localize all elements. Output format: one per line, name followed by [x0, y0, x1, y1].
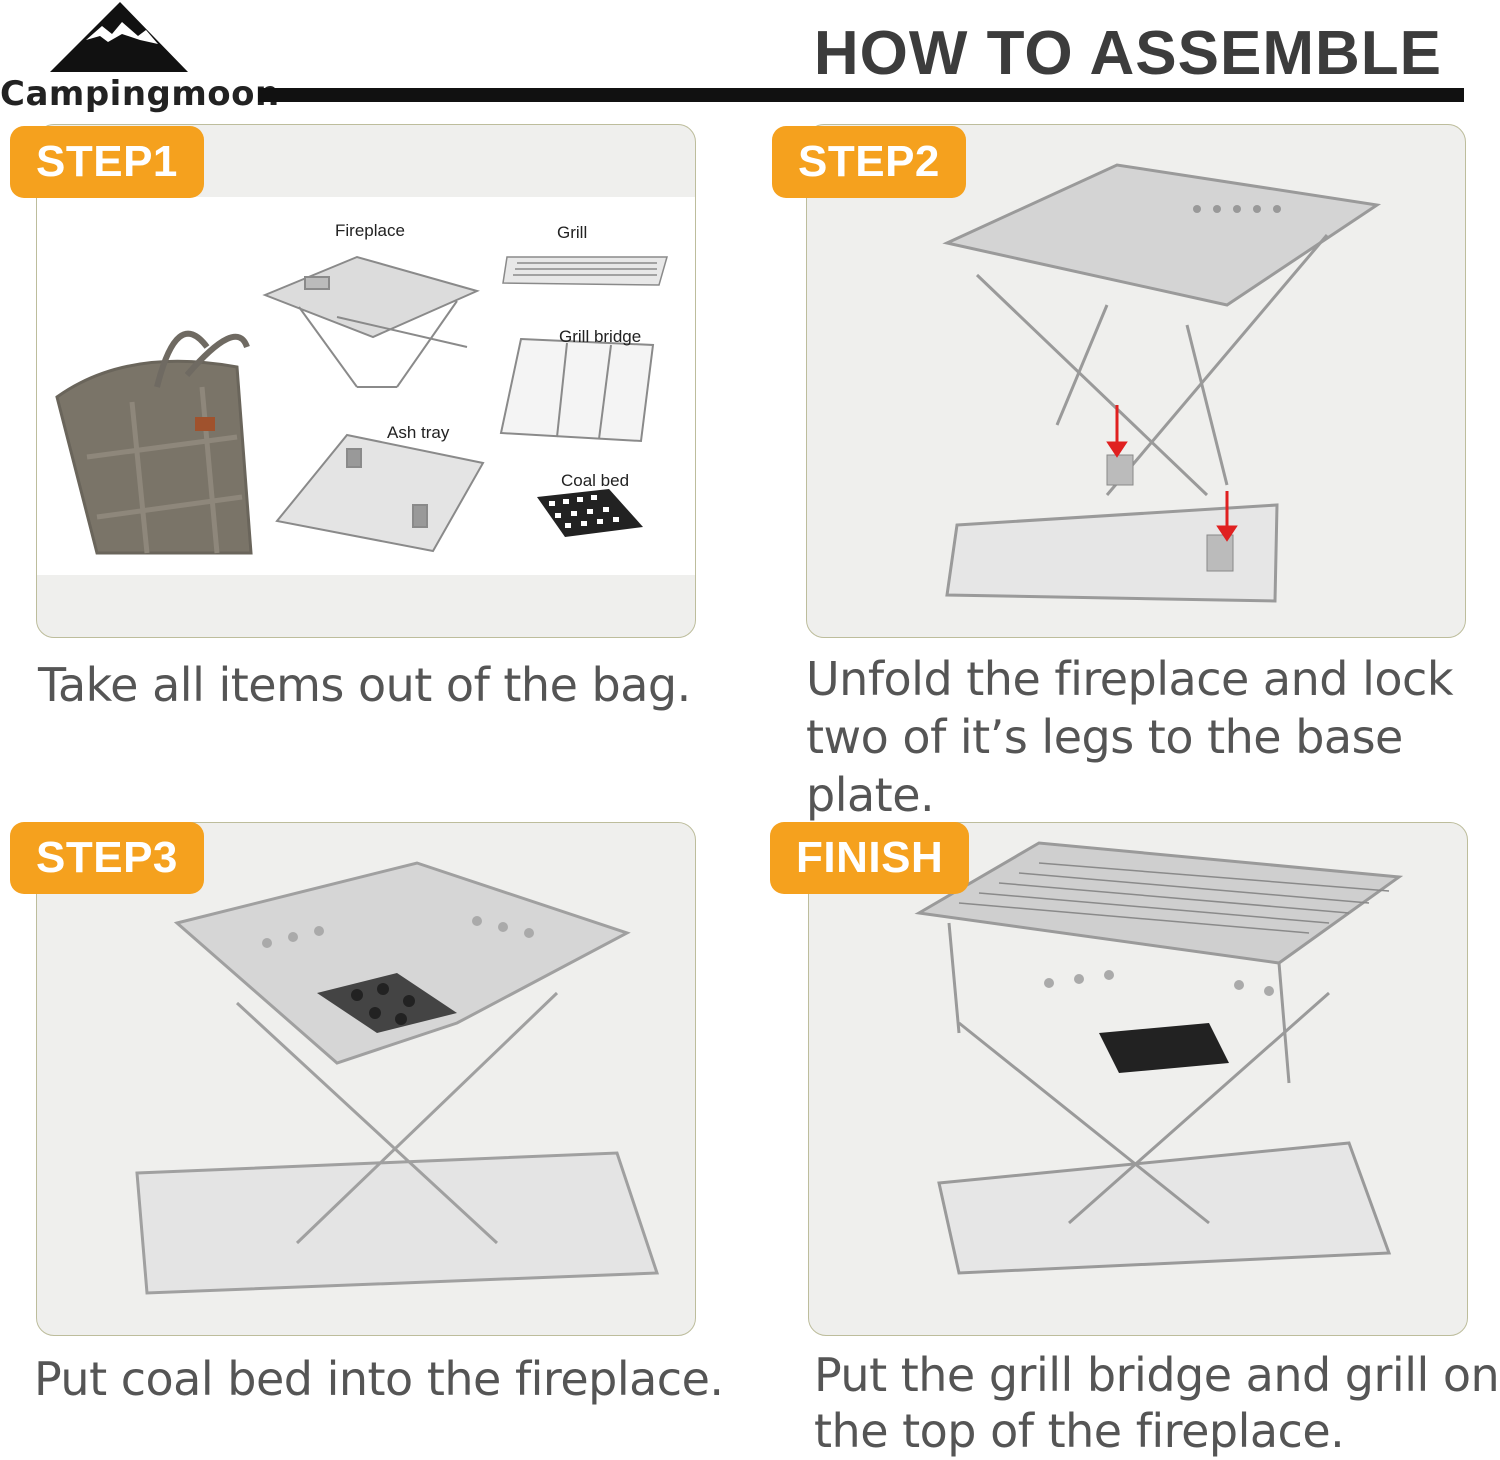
coal-bed-illustration	[537, 489, 643, 537]
step3-badge: STEP3	[10, 822, 204, 894]
step2-caption-line2: two of it’s legs to the base plate.	[806, 710, 1403, 822]
step3-caption: Put coal bed into the fireplace.	[34, 1352, 724, 1406]
step2-caption-line1: Unfold the fireplace and lock	[806, 652, 1453, 706]
brand-logo: Campingmoon	[0, 0, 279, 120]
step1-illustration	[55, 255, 668, 555]
step1-badge: STEP1	[10, 126, 204, 198]
coal-bed-in-finish	[1099, 1023, 1229, 1073]
grill-illustration	[502, 256, 668, 286]
step1-caption: Take all items out of the bag.	[38, 658, 691, 712]
step3-illustration	[135, 861, 660, 1295]
step2-badge: STEP2	[772, 126, 966, 198]
label-grill-bridge: Grill bridge	[559, 327, 642, 346]
ash-tray-illustration	[275, 433, 485, 553]
grill-bridge-illustration	[499, 337, 655, 443]
finish-illustration	[914, 841, 1404, 1275]
step1-panel: Fireplace Grill Grill bridge Ash tray Co…	[36, 124, 696, 638]
finish-caption-line2: the top of the fireplace.	[814, 1404, 1345, 1458]
label-coal-bed: Coal bed	[561, 471, 630, 490]
fireplace-illustration	[262, 255, 480, 388]
arrow-icon	[1106, 405, 1238, 542]
label-ash-tray: Ash tray	[387, 423, 450, 442]
brand-name: Campingmoon	[0, 74, 280, 114]
finish-panel	[808, 822, 1468, 1336]
label-fireplace: Fireplace	[335, 221, 405, 240]
mountain-icon	[50, 2, 188, 72]
step3-panel	[36, 822, 696, 1336]
finish-caption-line1: Put the grill bridge and grill on	[814, 1348, 1500, 1402]
step1-image: Fireplace Grill Grill bridge Ash tray Co…	[37, 197, 695, 575]
coal-bed-in-fireplace	[317, 973, 457, 1033]
grill-lines	[958, 862, 1390, 934]
step2-illustration	[942, 163, 1382, 603]
page-title: HOW TO ASSEMBLE	[813, 19, 1442, 88]
storage-bag	[55, 330, 253, 555]
step2-panel	[806, 124, 1466, 638]
label-grill: Grill	[557, 223, 588, 242]
header-divider	[258, 88, 1464, 102]
finish-badge: FINISH	[770, 822, 970, 894]
